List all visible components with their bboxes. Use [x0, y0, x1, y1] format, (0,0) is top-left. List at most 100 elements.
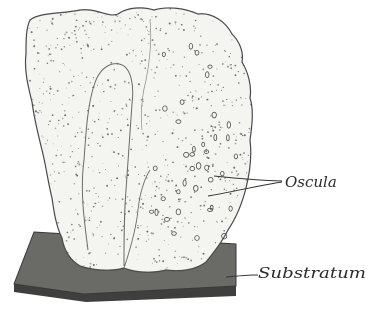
stipple-dot	[76, 20, 78, 22]
stipple-dot	[175, 188, 176, 189]
stipple-dot	[252, 22, 254, 24]
stipple-dot	[167, 48, 169, 50]
stipple-dot	[214, 171, 215, 172]
stipple-dot	[64, 162, 65, 163]
stipple-dot	[125, 176, 126, 177]
stipple-dot	[207, 163, 208, 164]
stipple-dot	[145, 195, 146, 196]
stipple-dot	[200, 186, 202, 188]
stipple-dot	[203, 220, 204, 221]
stipple-dot	[97, 12, 99, 14]
stipple-dot	[239, 122, 241, 124]
stipple-dot	[198, 98, 200, 100]
stipple-dot	[178, 198, 180, 200]
stipple-dot	[194, 226, 195, 227]
stipple-dot	[50, 88, 52, 90]
stipple-dot	[98, 202, 99, 203]
stipple-dot	[118, 137, 119, 138]
stipple-dot	[68, 37, 70, 39]
stipple-dot	[39, 74, 40, 75]
stipple-dot	[235, 242, 237, 244]
stipple-dot	[216, 68, 217, 69]
stipple-dot	[71, 81, 73, 83]
stipple-dot	[225, 105, 226, 106]
stipple-dot	[121, 28, 122, 29]
stipple-dot	[30, 146, 32, 148]
stipple-dot	[76, 259, 77, 260]
stipple-dot	[169, 8, 170, 9]
stipple-dot	[132, 139, 133, 140]
stipple-dot	[183, 29, 185, 31]
stipple-dot	[111, 29, 113, 31]
stipple-dot	[140, 206, 142, 208]
stipple-dot	[89, 217, 90, 218]
stipple-dot	[77, 213, 78, 214]
stipple-dot	[24, 35, 25, 36]
stipple-dot	[141, 51, 142, 52]
stipple-dot	[147, 226, 148, 227]
stipple-dot	[167, 267, 168, 268]
stipple-dot	[165, 32, 167, 34]
stipple-dot	[132, 165, 133, 166]
stipple-dot	[216, 12, 218, 14]
stipple-dot	[128, 82, 130, 84]
stipple-dot	[110, 86, 112, 88]
stipple-dot	[122, 156, 123, 157]
stipple-dot	[177, 221, 179, 223]
stipple-dot	[167, 180, 169, 182]
stipple-dot	[120, 130, 122, 132]
stipple-dot	[126, 54, 128, 56]
stipple-dot	[155, 190, 156, 191]
stipple-dot	[110, 62, 112, 64]
stipple-dot	[64, 46, 65, 47]
stipple-dot	[84, 203, 85, 204]
stipple-dot	[201, 258, 202, 259]
stipple-dot	[100, 101, 101, 102]
stipple-dot	[154, 195, 156, 197]
stipple-dot	[127, 119, 128, 120]
stipple-dot	[91, 156, 92, 157]
stipple-dot	[101, 134, 102, 135]
stipple-dot	[230, 193, 232, 195]
stipple-dot	[221, 90, 222, 91]
stipple-dot	[164, 165, 165, 166]
stipple-dot	[43, 82, 44, 83]
stipple-dot	[202, 138, 204, 140]
stipple-dot	[53, 94, 54, 95]
stipple-dot	[44, 223, 46, 225]
stipple-dot	[166, 190, 167, 191]
stipple-dot	[108, 44, 110, 46]
stipple-dot	[236, 170, 237, 171]
stipple-dot	[230, 53, 231, 54]
stipple-dot	[248, 189, 249, 190]
stipple-dot	[146, 241, 147, 242]
stipple-dot	[239, 23, 240, 24]
stipple-dot	[206, 44, 207, 45]
stipple-dot	[185, 137, 186, 138]
stipple-dot	[244, 134, 246, 136]
stipple-dot	[116, 11, 117, 12]
stipple-dot	[50, 45, 51, 46]
stipple-dot	[253, 164, 254, 165]
stipple-dot	[99, 113, 100, 114]
stipple-dot	[149, 120, 150, 121]
stipple-dot	[48, 124, 49, 125]
stipple-dot	[102, 83, 103, 84]
stipple-dot	[89, 82, 91, 84]
stipple-dot	[170, 67, 171, 68]
stipple-dot	[101, 236, 102, 237]
stipple-dot	[170, 218, 171, 219]
stipple-dot	[58, 120, 59, 121]
stipple-dot	[63, 38, 64, 39]
stipple-dot	[64, 33, 66, 35]
stipple-dot	[63, 63, 64, 64]
stipple-dot	[41, 191, 43, 193]
stipple-dot	[135, 246, 137, 248]
stipple-dot	[173, 51, 174, 52]
stipple-dot	[68, 82, 70, 84]
stipple-dot	[197, 226, 198, 227]
stipple-dot	[131, 206, 132, 207]
stipple-dot	[129, 234, 130, 235]
stipple-dot	[93, 21, 94, 22]
stipple-dot	[219, 207, 220, 208]
